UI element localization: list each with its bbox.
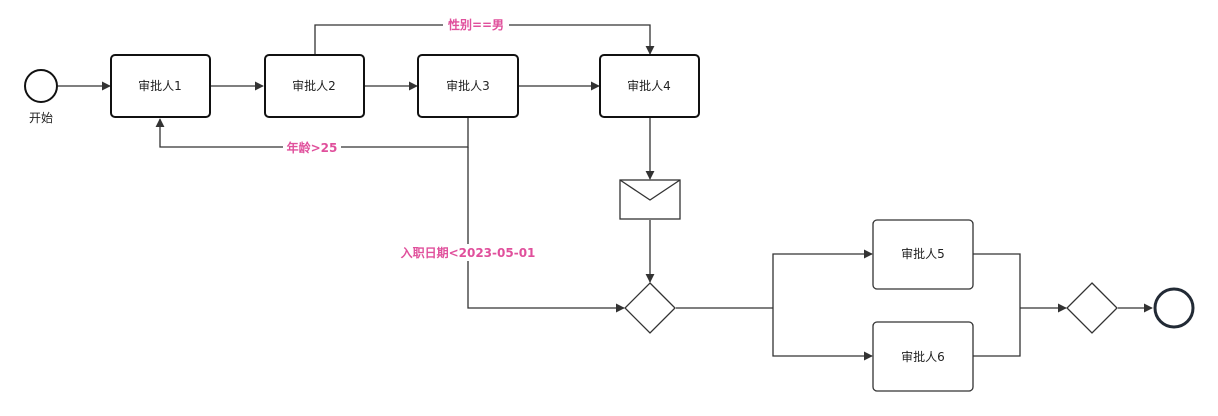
flow-split-to-t6 bbox=[772, 308, 873, 361]
exclusive-gateway[interactable] bbox=[624, 282, 676, 334]
condition-label-gender: 性别==男 bbox=[447, 17, 504, 32]
label-bg-gender bbox=[443, 16, 509, 33]
condition-label-age: 年龄>25 bbox=[287, 140, 338, 155]
task-approver-3[interactable]: 审批人3 bbox=[417, 54, 519, 118]
flow-t6-to-join bbox=[973, 308, 1021, 357]
start-event-label: 开始 bbox=[29, 111, 53, 125]
task-approver-4-label: 审批人4 bbox=[627, 78, 671, 93]
task-approver-5[interactable]: 审批人5 bbox=[872, 219, 974, 290]
label-bg-hiredate bbox=[397, 244, 539, 261]
condition-label-hiredate: 入职日期<2023-05-01 bbox=[401, 245, 536, 260]
task-approver-3-label: 审批人3 bbox=[446, 78, 490, 93]
join-gateway[interactable] bbox=[1066, 282, 1118, 334]
task-approver-5-label: 审批人5 bbox=[901, 246, 945, 261]
task-approver-6-label: 审批人6 bbox=[901, 349, 945, 364]
envelope-icon bbox=[619, 179, 681, 201]
flow-t5-to-join bbox=[973, 253, 1021, 308]
task-approver-6[interactable]: 审批人6 bbox=[872, 321, 974, 392]
end-event[interactable] bbox=[1153, 287, 1195, 329]
flow-t3-to-gateway-hiredate bbox=[467, 147, 625, 313]
task-approver-2-label: 审批人2 bbox=[292, 78, 336, 93]
task-approver-1-label: 审批人1 bbox=[138, 78, 182, 93]
flow-split-to-t5 bbox=[772, 249, 873, 308]
task-approver-1[interactable]: 审批人1 bbox=[110, 54, 211, 118]
label-bg-age bbox=[283, 139, 341, 156]
message-event[interactable] bbox=[619, 179, 681, 220]
start-event[interactable] bbox=[24, 69, 58, 103]
task-approver-2[interactable]: 审批人2 bbox=[264, 54, 365, 118]
task-approver-4[interactable]: 审批人4 bbox=[599, 54, 700, 118]
